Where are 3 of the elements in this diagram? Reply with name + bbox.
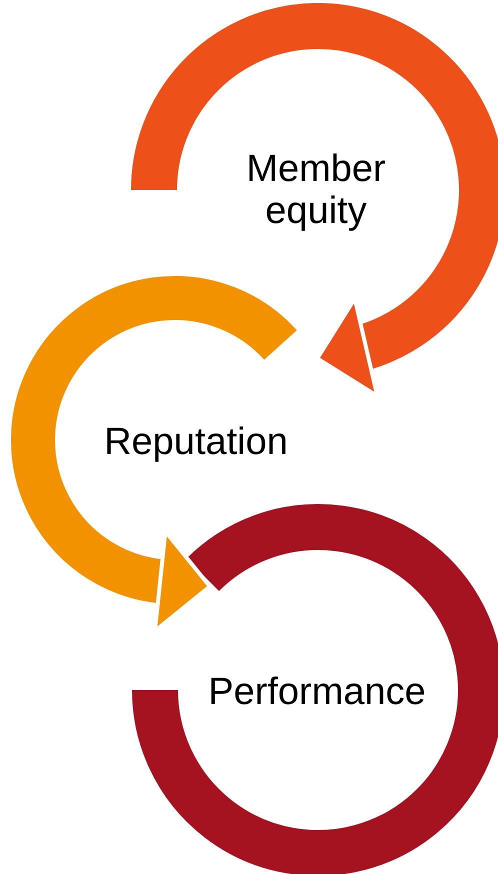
node-label: Performance (207, 671, 427, 713)
node-label: Member equity (245, 148, 387, 232)
node-label: Reputation (103, 421, 289, 463)
